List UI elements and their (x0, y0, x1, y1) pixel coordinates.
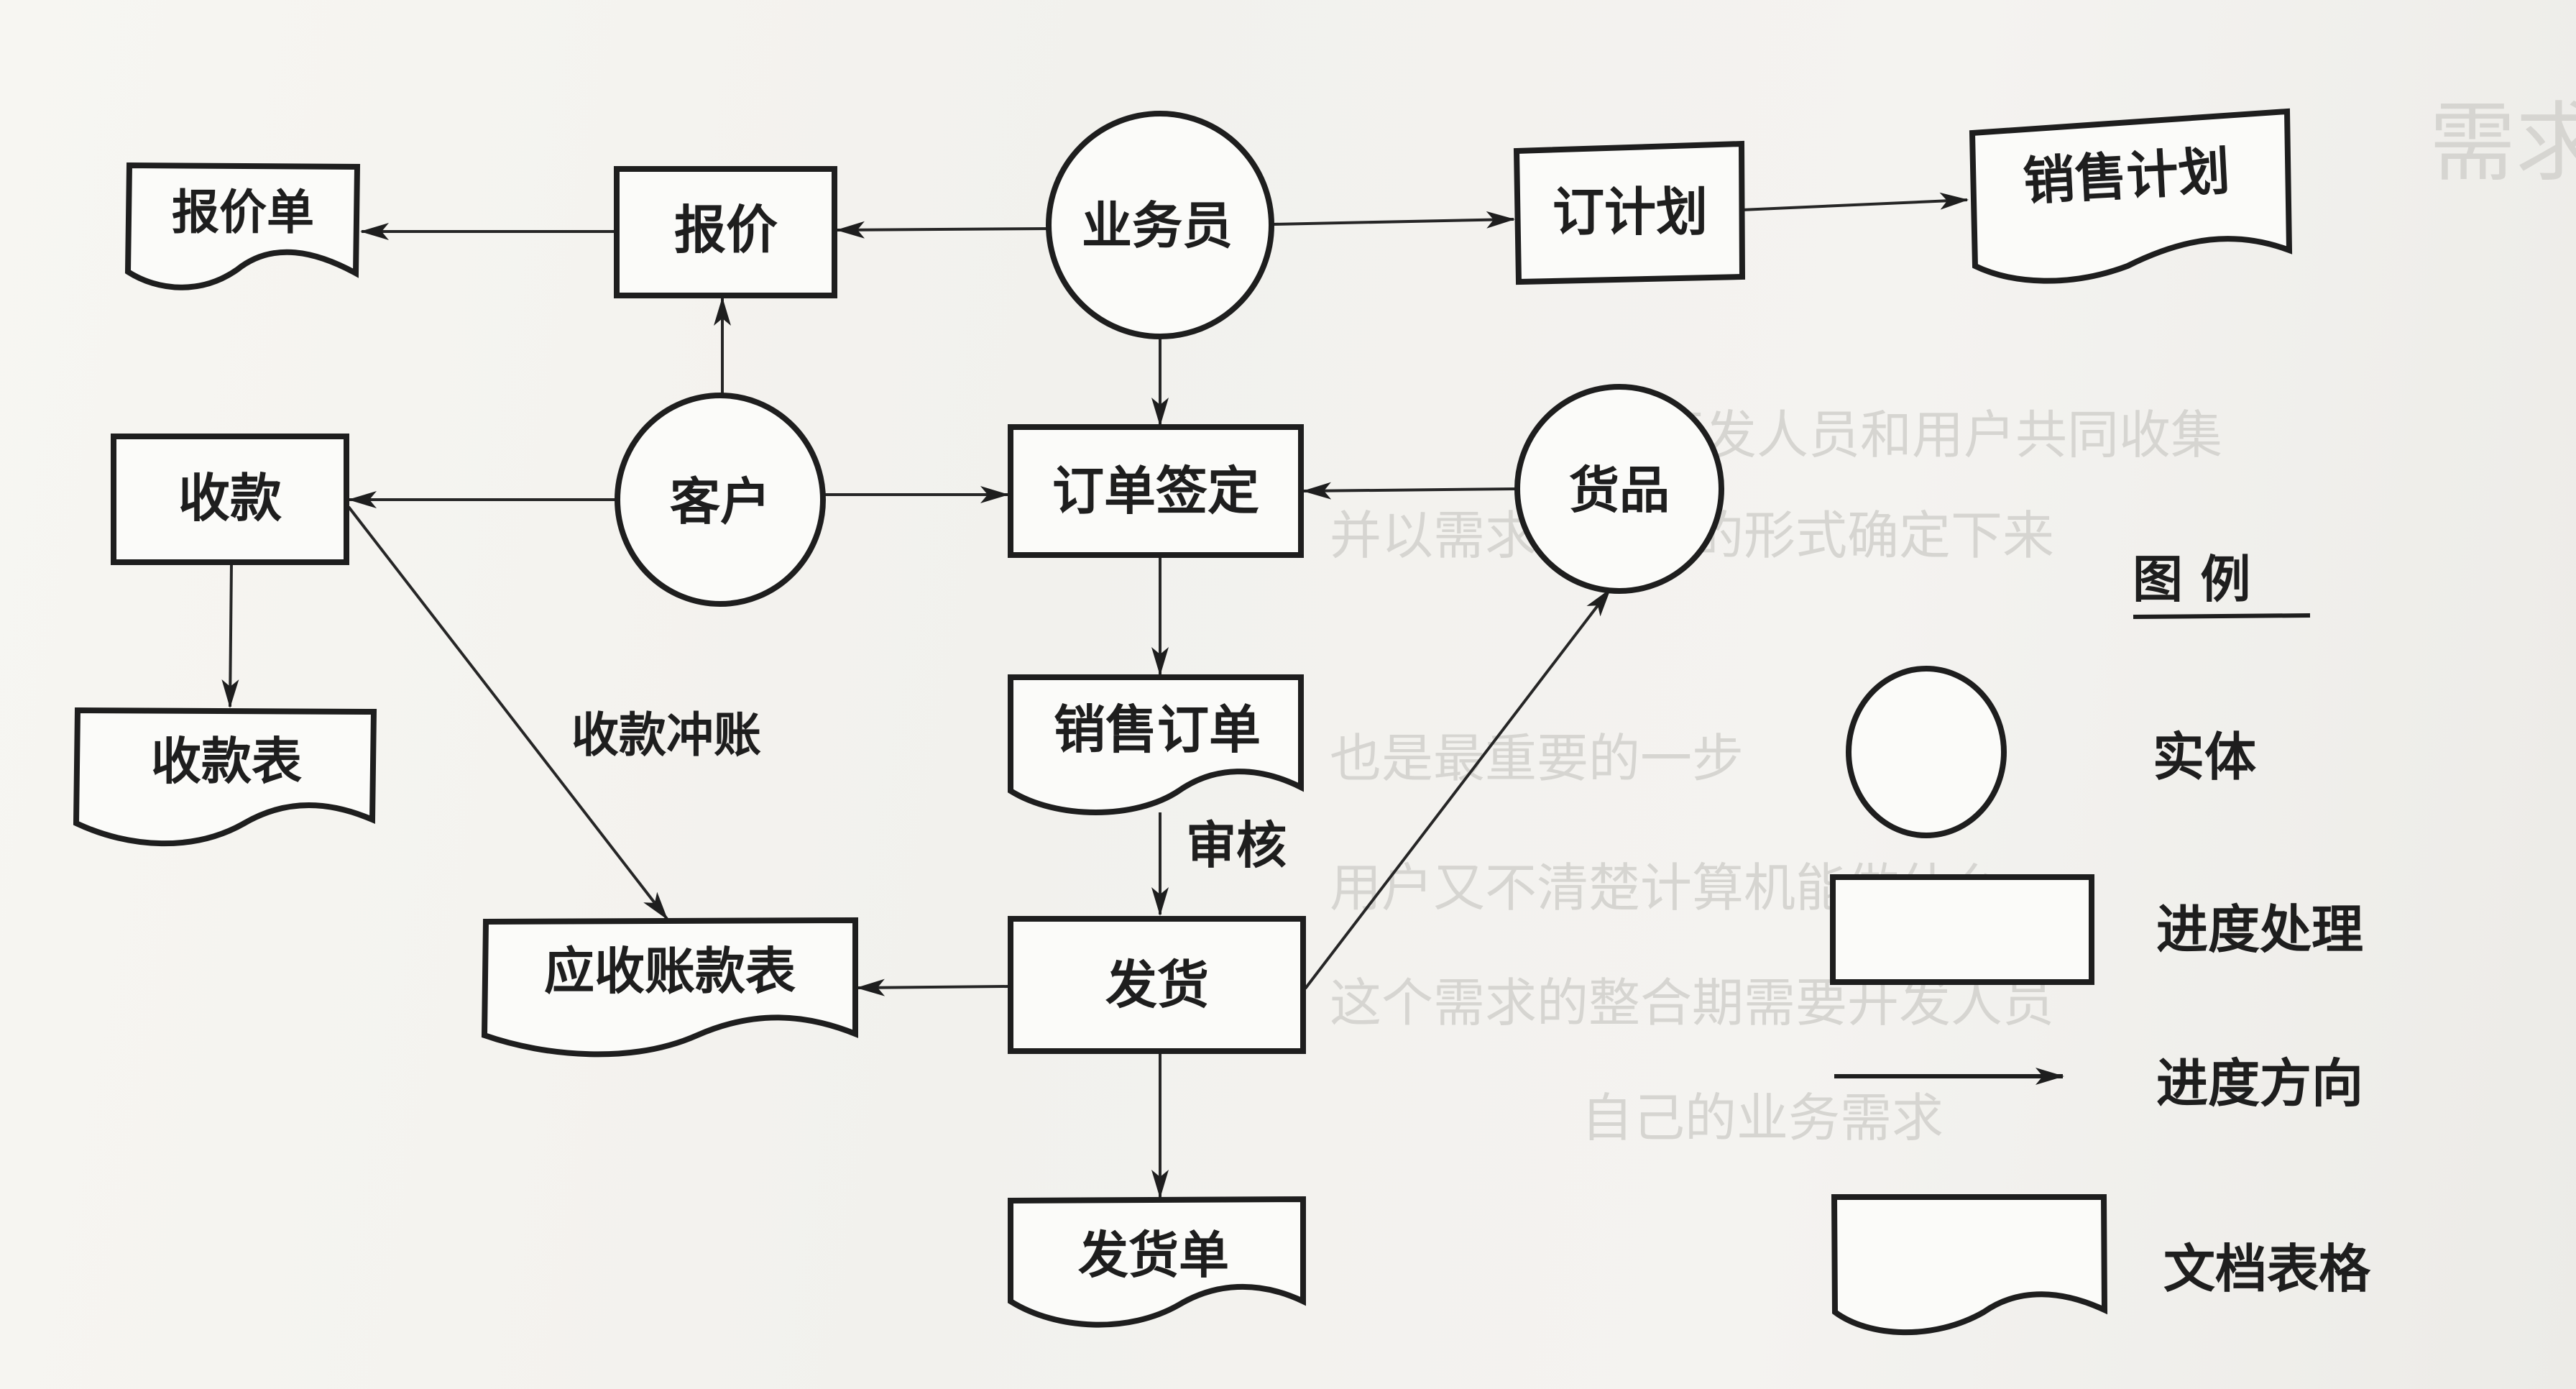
node-label: 订单签定 (1052, 460, 1259, 521)
document-shape (73, 707, 377, 847)
node-label: 销售订单 (1054, 699, 1261, 760)
process-shape (111, 434, 349, 565)
entity-shape (615, 393, 826, 607)
node-label: 报价 (674, 199, 778, 260)
document-shape (1969, 108, 2293, 284)
legend-document-symbol (1831, 1194, 2108, 1336)
node-label: 收款 (178, 467, 282, 528)
edge-receive-payment-to-receivables-table (347, 505, 668, 920)
process-shape (1008, 424, 1304, 558)
edge-goods-to-order-signing (1302, 482, 1516, 500)
node-label: 货品 (1569, 460, 1670, 520)
legend-label-direction: 进度方向 (2156, 1053, 2363, 1114)
document-shape (1008, 1196, 1306, 1328)
node-salesperson[interactable]: 业务员 (1046, 111, 1274, 339)
process-shape (614, 166, 837, 298)
edge-salesperson-to-make-plan (1271, 211, 1515, 229)
bleed-line: 开发人员和用户共同收集 (1653, 405, 2222, 465)
legend-title: 图 例 (2133, 549, 2250, 609)
document-shape (481, 917, 858, 1058)
node-receivables-table[interactable]: 应收账款表 (481, 917, 858, 1058)
legend-title-underline (2133, 613, 2311, 619)
node-shipping[interactable]: 发货 (1008, 916, 1306, 1054)
edges (221, 192, 1969, 1198)
node-label: 收款表 (151, 731, 302, 791)
node-label: 报价单 (172, 184, 314, 240)
node-receive-payment[interactable]: 收款 (111, 434, 349, 565)
bleed-line: 也是最重要的一步 (1330, 728, 1744, 789)
node-sales-order[interactable]: 销售订单 (1008, 674, 1304, 815)
node-label: 业务员 (1082, 196, 1233, 255)
node-quote-form[interactable]: 报价单 (124, 162, 361, 290)
process-shape (1008, 916, 1306, 1054)
edge-salesperson-to-quote (836, 221, 1049, 239)
node-customer[interactable]: 客户 (615, 393, 826, 607)
legend: 图 例 实体 进度处理 进度方向 文档表格 (1830, 549, 2371, 1336)
edge-label-payment-offset: 收款冲账 (571, 707, 761, 763)
entity-shape (1046, 111, 1274, 339)
node-payment-table[interactable]: 收款表 (73, 707, 377, 847)
legend-label-entity: 实体 (2153, 726, 2256, 787)
edge-shipping-to-goods (1304, 588, 1611, 990)
node-label: 订计划 (1552, 181, 1708, 242)
edge-shipping-to-receivables-table (856, 978, 1010, 996)
edge-label-review: 审核 (1186, 815, 1287, 875)
process-shape (1513, 140, 1746, 285)
node-label: 发货单 (1078, 1225, 1229, 1285)
node-label: 应收账款表 (544, 941, 796, 1001)
legend-process-symbol (1830, 874, 2094, 985)
node-goods[interactable]: 货品 (1514, 384, 1724, 594)
document-shape (1008, 674, 1304, 815)
legend-label-process: 进度处理 (2156, 899, 2363, 960)
legend-label-document: 文档表格 (2163, 1238, 2371, 1299)
node-sales-plan[interactable]: 销售计划 (1969, 108, 2293, 284)
entity-shape (1514, 384, 1724, 594)
node-label: 发货 (1105, 954, 1209, 1015)
node-shipping-note[interactable]: 发货单 (1008, 1196, 1306, 1328)
node-order-signing[interactable]: 订单签定 (1008, 424, 1304, 558)
node-label: 销售计划 (2022, 140, 2232, 212)
document-shape (124, 162, 361, 290)
node-make-plan[interactable]: 订计划 (1513, 140, 1746, 285)
legend-entity-symbol (1846, 666, 2007, 838)
edge-make-plan-to-sales-plan (1741, 192, 1969, 211)
edge-receive-payment-to-payment-table (221, 563, 239, 708)
bleed-line: 自己的业务需求 (1581, 1088, 1944, 1148)
node-quote[interactable]: 报价 (614, 166, 837, 298)
node-label: 客户 (670, 472, 770, 531)
bleed-heading: 需求分 (2429, 93, 2576, 193)
